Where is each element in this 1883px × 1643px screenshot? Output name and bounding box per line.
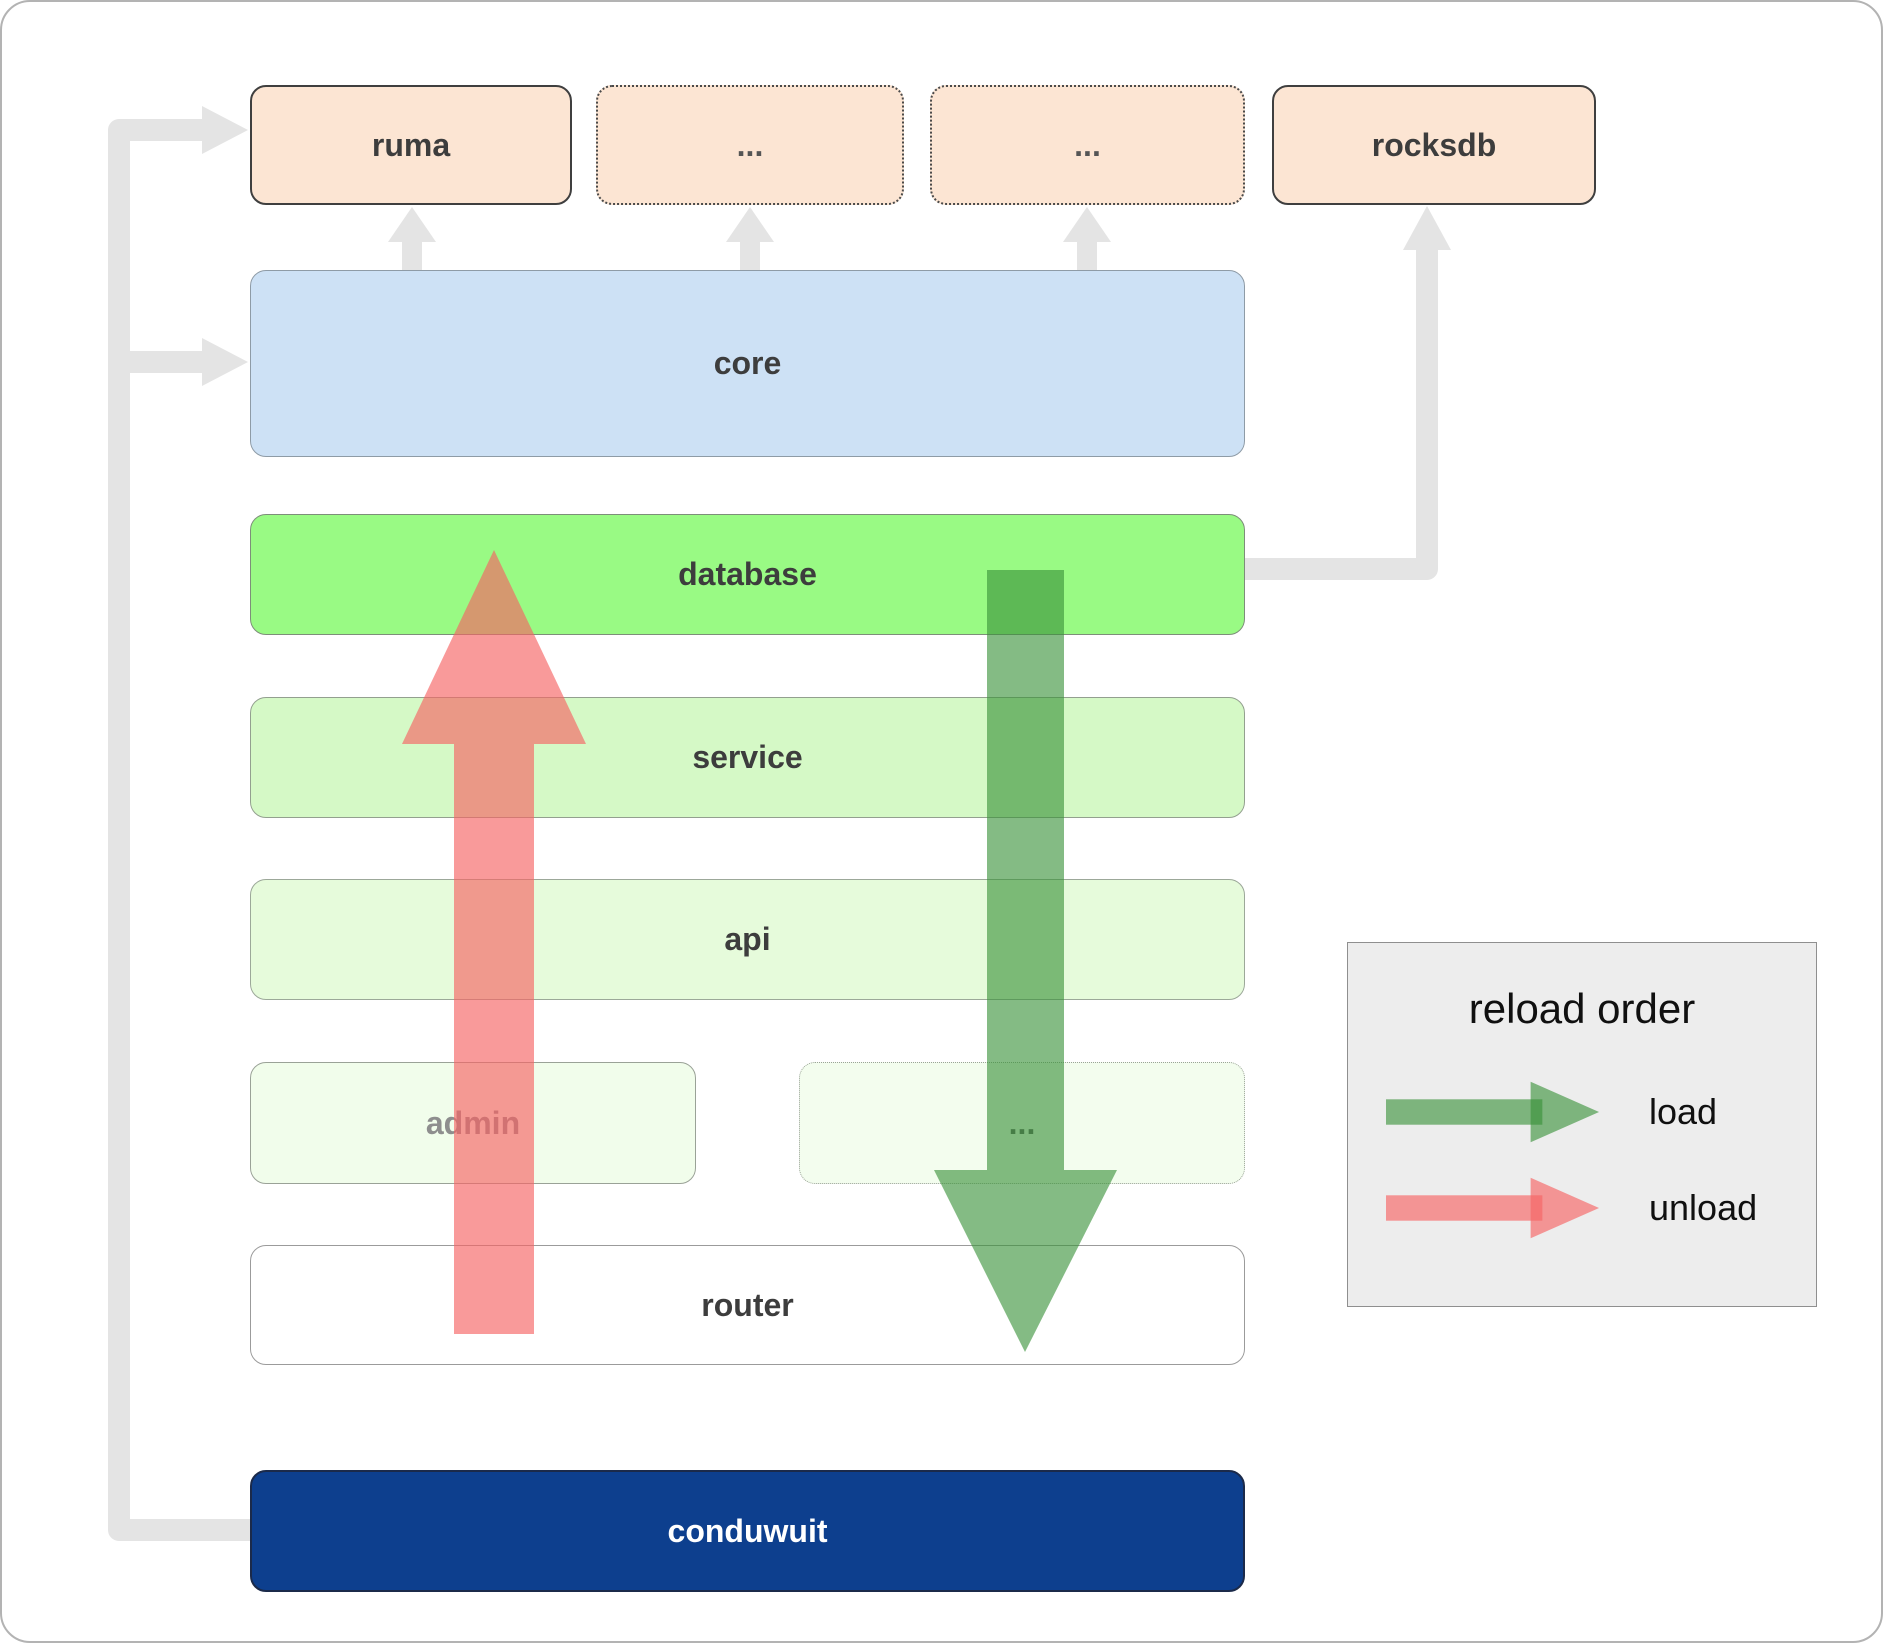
unload-arrow-head (1530, 1177, 1600, 1239)
node-service: service (250, 697, 1245, 818)
legend-row-load: load (1386, 1077, 1778, 1147)
arrowhead-up-deps2-icon (1063, 207, 1111, 242)
arrowhead-up-rocksdb-icon (1403, 206, 1451, 250)
node-core: core (250, 270, 1245, 457)
node-deps-more-2: ... (930, 85, 1245, 205)
node-service-more: ... (799, 1062, 1245, 1184)
legend-label-load: load (1649, 1091, 1718, 1132)
legend: reload order load unload (1347, 942, 1817, 1307)
arrowhead-up-ruma-icon (388, 207, 436, 242)
legend-title: reload order (1468, 985, 1696, 1032)
legend-row-unload: unload (1386, 1173, 1778, 1243)
database-to-rocksdb-connector (1245, 248, 1438, 580)
node-conduwuit: conduwuit (250, 1470, 1245, 1592)
node-deps-more-1: ... (596, 85, 904, 205)
node-rocksdb: rocksdb (1272, 85, 1596, 205)
load-arrow-legend-icon (1386, 1081, 1600, 1143)
node-api: api (250, 879, 1245, 1000)
legend-label-unload: unload (1649, 1187, 1758, 1228)
node-router: router (250, 1245, 1245, 1365)
node-database: database (250, 514, 1245, 635)
arrowhead-into-core-icon (202, 338, 248, 386)
arrowhead-up-deps1-icon (726, 207, 774, 242)
conduwuit-to-ruma-connector (108, 119, 250, 1541)
load-arrow-shaft (1386, 1099, 1543, 1125)
unload-arrow-shaft (1386, 1195, 1543, 1221)
arrowhead-into-ruma-icon (202, 106, 248, 154)
unload-arrow-legend-icon (1386, 1177, 1600, 1239)
node-admin: admin (250, 1062, 696, 1184)
load-arrow-head (1530, 1081, 1600, 1143)
node-ruma: ruma (250, 85, 572, 205)
